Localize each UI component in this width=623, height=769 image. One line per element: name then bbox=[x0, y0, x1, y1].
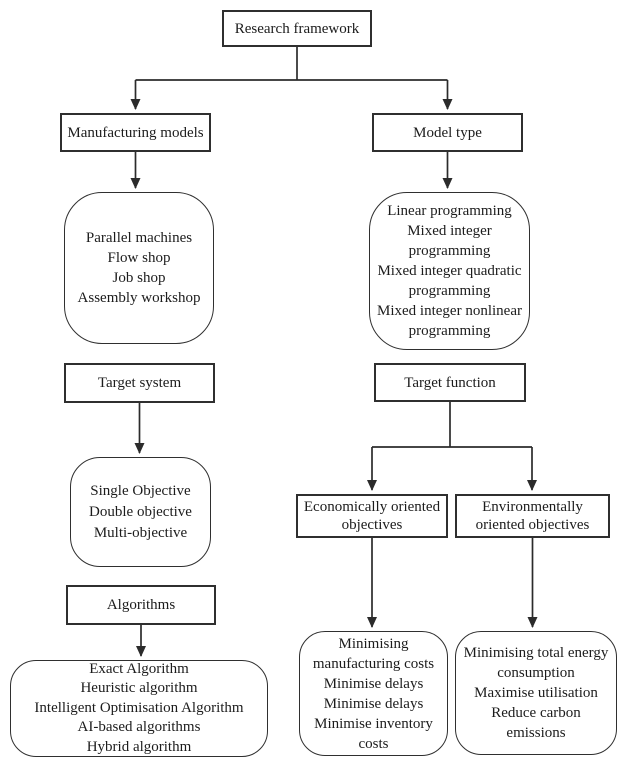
research-framework-label: Research framework bbox=[234, 20, 360, 37]
node-model-types-list: Linear programming Mixed integer program… bbox=[369, 192, 530, 350]
algorithms-label: Algorithms bbox=[106, 597, 176, 613]
target-system-label: Target system bbox=[97, 375, 182, 391]
economic-objectives-items: Minimising manufacturing costs Minimise … bbox=[312, 635, 435, 752]
node-algorithms: Algorithms bbox=[66, 585, 216, 625]
node-algorithms-list: Exact Algorithm Heuristic algorithm Inte… bbox=[10, 660, 268, 757]
node-model-type: Model type bbox=[372, 113, 523, 152]
node-target-function: Target function bbox=[374, 363, 526, 402]
node-research-framework: Research framework bbox=[222, 10, 372, 47]
objectives-items: Single Objective Double objective Multi-… bbox=[89, 482, 192, 541]
environmental-objectives-label: Environmentally oriented objectives bbox=[475, 499, 590, 533]
node-target-system: Target system bbox=[64, 363, 215, 403]
manufacturing-models-items: Parallel machines Flow shop Job shop Ass… bbox=[77, 230, 201, 306]
environmental-objectives-items: Minimising total energy consumption Maxi… bbox=[463, 645, 609, 741]
economic-objectives-label: Economically oriented objectives bbox=[303, 499, 441, 533]
target-function-label: Target function bbox=[404, 374, 496, 391]
node-objectives-list: Single Objective Double objective Multi-… bbox=[70, 457, 211, 567]
node-economic-objectives-header: Economically oriented objectives bbox=[296, 494, 448, 538]
node-manufacturing-models: Manufacturing models bbox=[60, 113, 211, 152]
node-environmental-objectives-header: Environmentally oriented objectives bbox=[455, 494, 610, 538]
algorithms-items: Exact Algorithm Heuristic algorithm Inte… bbox=[34, 660, 244, 755]
manufacturing-models-label: Manufacturing models bbox=[67, 124, 204, 141]
node-environmental-objectives-list: Minimising total energy consumption Maxi… bbox=[455, 631, 617, 755]
node-economic-objectives-list: Minimising manufacturing costs Minimise … bbox=[299, 631, 448, 756]
node-manufacturing-models-list: Parallel machines Flow shop Job shop Ass… bbox=[64, 192, 214, 344]
model-types-items: Linear programming Mixed integer program… bbox=[377, 203, 522, 339]
model-type-label: Model type bbox=[413, 124, 482, 141]
